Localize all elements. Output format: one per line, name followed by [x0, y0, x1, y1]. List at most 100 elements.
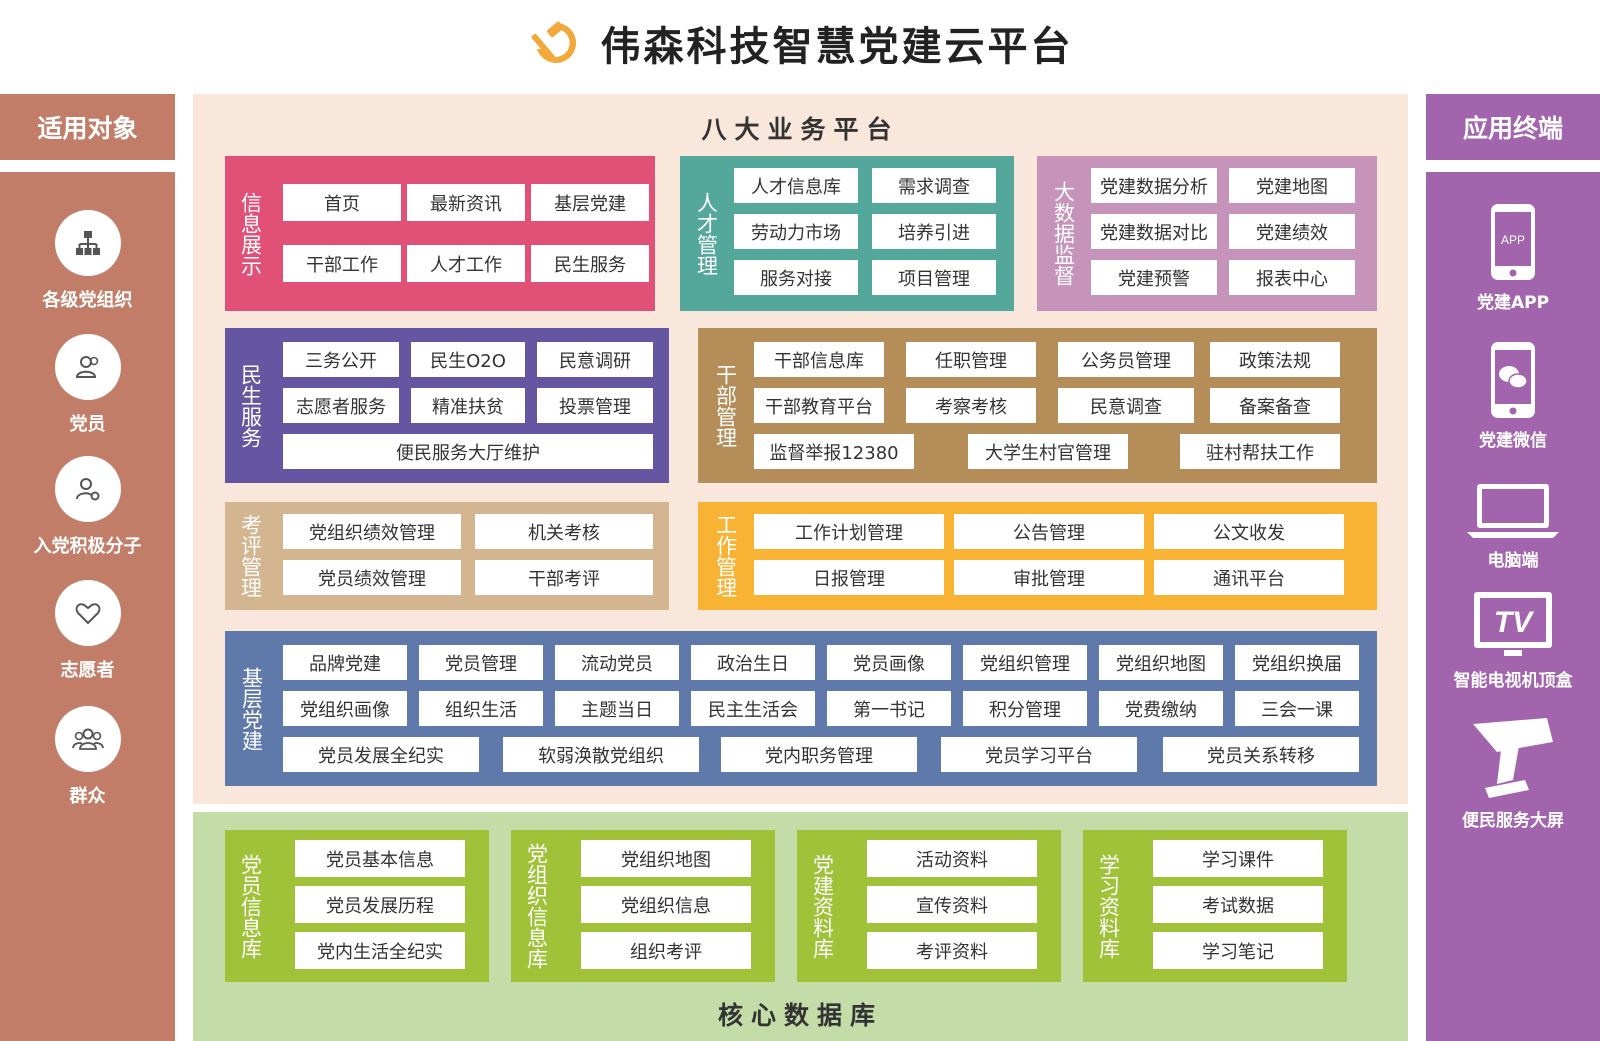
item-announcement[interactable]: 公告管理	[954, 514, 1144, 549]
business-platforms-section: 八大业务平台 信息展示 首页 最新资讯 基层党建 干部工作 人才工作 民生服务 …	[193, 94, 1408, 804]
page-title: 伟森科技智慧党建云平台	[600, 24, 1074, 70]
item-activity-material[interactable]: 活动资料	[867, 840, 1037, 877]
item-home[interactable]: 首页	[283, 184, 401, 221]
item-cadre-education[interactable]: 干部教育平台	[754, 388, 884, 423]
item-org-map[interactable]: 党组织地图	[1099, 645, 1223, 680]
item-member-performance[interactable]: 党员绩效管理	[283, 560, 461, 595]
item-first-secretary[interactable]: 第一书记	[827, 691, 951, 726]
item-democratic-meeting[interactable]: 民主生活会	[691, 691, 815, 726]
item-org-election[interactable]: 党组织换届	[1235, 645, 1359, 680]
item-org-life[interactable]: 组织生活	[419, 691, 543, 726]
item-cadre-db[interactable]: 干部信息库	[754, 342, 884, 377]
terminal-label: 便民服务大屏	[1462, 811, 1564, 831]
item-courseware[interactable]: 学习课件	[1153, 840, 1323, 877]
tv-icon: TV	[1474, 592, 1552, 656]
panel-org-db: 党组织信息库 党组织地图 党组织信息 组织考评	[511, 830, 775, 982]
item-opinion-research[interactable]: 民意调研	[537, 342, 653, 377]
item-publicity-material[interactable]: 宣传资料	[867, 886, 1037, 923]
item-approval[interactable]: 审批管理	[954, 560, 1144, 595]
target-party-org: 各级党组织	[0, 210, 175, 312]
item-training[interactable]: 培养引进	[872, 214, 996, 249]
panel-member-db: 党员信息库 党员基本信息 党员发展历程 党内生活全纪实	[225, 830, 489, 982]
item-mobile-member[interactable]: 流动党员	[555, 645, 679, 680]
panel-label: 基层党建	[239, 666, 264, 751]
item-exam-data[interactable]: 考试数据	[1153, 886, 1323, 923]
item-three-meetings[interactable]: 三会一课	[1235, 691, 1359, 726]
item-project-mgmt[interactable]: 项目管理	[872, 260, 996, 295]
item-study-notes[interactable]: 学习笔记	[1153, 932, 1323, 969]
item-org-map-db[interactable]: 党组织地图	[581, 840, 751, 877]
item-village-official[interactable]: 大学生村官管理	[968, 434, 1128, 469]
target-label: 入党积极分子	[33, 536, 142, 557]
item-voting[interactable]: 投票管理	[537, 388, 653, 423]
target-public: 群众	[0, 706, 175, 808]
item-party-performance[interactable]: 党建绩效	[1229, 214, 1355, 249]
item-data-compare[interactable]: 党建数据对比	[1091, 214, 1217, 249]
item-news[interactable]: 最新资讯	[407, 184, 525, 221]
item-party-map[interactable]: 党建地图	[1229, 168, 1355, 203]
item-cadre-evaluation[interactable]: 干部考评	[475, 560, 653, 595]
item-member-history[interactable]: 党员发展历程	[295, 886, 465, 923]
item-org-evaluation[interactable]: 组织考评	[581, 932, 751, 969]
item-policy[interactable]: 政策法规	[1210, 342, 1340, 377]
item-org-portrait[interactable]: 党组织画像	[283, 691, 407, 726]
item-talent-db[interactable]: 人才信息库	[734, 168, 858, 203]
panel-material-db: 党建资料库 活动资料 宣传资料 考评资料	[797, 830, 1061, 982]
item-learning-platform[interactable]: 党员学习平台	[941, 737, 1137, 772]
item-political-birthday[interactable]: 政治生日	[691, 645, 815, 680]
item-report-12380[interactable]: 监督举报12380	[754, 434, 914, 469]
panel-label: 民生服务	[238, 363, 263, 448]
item-o2o[interactable]: 民生O2O	[411, 342, 525, 377]
item-data-analysis[interactable]: 党建数据分析	[1091, 168, 1217, 203]
item-party-life-record[interactable]: 党内生活全纪实	[295, 932, 465, 969]
item-member-basic[interactable]: 党员基本信息	[295, 840, 465, 877]
item-service-match[interactable]: 服务对接	[734, 260, 858, 295]
item-grassroots[interactable]: 基层党建	[531, 184, 649, 221]
item-document-exchange[interactable]: 公文收发	[1154, 514, 1344, 549]
panel-talent-management: 人才管理 人才信息库 需求调查 劳动力市场 培养引进 服务对接 项目管理	[680, 156, 1014, 311]
panel-label: 党员信息库	[238, 853, 263, 959]
item-duty-mgmt[interactable]: 党内职务管理	[721, 737, 917, 772]
item-livelihood[interactable]: 民生服务	[531, 245, 649, 282]
item-org-mgmt[interactable]: 党组织管理	[963, 645, 1087, 680]
item-talent-work[interactable]: 人才工作	[407, 245, 525, 282]
item-civil-servant[interactable]: 公务员管理	[1058, 342, 1194, 377]
panel-work-management: 工作管理 工作计划管理 公告管理 公文收发 日报管理 审批管理 通讯平台	[698, 502, 1377, 610]
item-party-warning[interactable]: 党建预警	[1091, 260, 1217, 295]
item-member-mgmt[interactable]: 党员管理	[419, 645, 543, 680]
hammer-sickle-icon	[531, 21, 576, 63]
item-service-hall[interactable]: 便民服务大厅维护	[283, 434, 653, 469]
item-org-performance[interactable]: 党组织绩效管理	[283, 514, 461, 549]
item-agency-assessment[interactable]: 机关考核	[475, 514, 653, 549]
item-evaluation-material[interactable]: 考评资料	[867, 932, 1037, 969]
item-communication[interactable]: 通讯平台	[1154, 560, 1344, 595]
panel-cadre-management: 干部管理 干部信息库 任职管理 公务员管理 政策法规 干部教育平台 考察考核 民…	[698, 328, 1377, 483]
item-development-record[interactable]: 党员发展全纪实	[283, 737, 479, 772]
target-volunteer: 志愿者	[0, 580, 175, 682]
item-weak-org[interactable]: 软弱涣散党组织	[503, 737, 699, 772]
item-volunteer-service[interactable]: 志愿者服务	[283, 388, 399, 423]
core-database-section: 党员信息库 党员基本信息 党员发展历程 党内生活全纪实 党组织信息库 党组织地图…	[193, 812, 1408, 1041]
laptop-icon	[1467, 484, 1559, 538]
item-points-mgmt[interactable]: 积分管理	[963, 691, 1087, 726]
item-cadre-work[interactable]: 干部工作	[283, 245, 401, 282]
item-brand[interactable]: 品牌党建	[283, 645, 407, 680]
item-labor-market[interactable]: 劳动力市场	[734, 214, 858, 249]
item-work-plan[interactable]: 工作计划管理	[754, 514, 944, 549]
item-relation-transfer[interactable]: 党员关系转移	[1163, 737, 1359, 772]
item-appointment[interactable]: 任职管理	[906, 342, 1036, 377]
item-daily-report[interactable]: 日报管理	[754, 560, 944, 595]
item-demand-survey[interactable]: 需求调查	[872, 168, 996, 203]
item-three-affairs[interactable]: 三务公开	[283, 342, 399, 377]
item-opinion-survey[interactable]: 民意调查	[1058, 388, 1194, 423]
item-dues-payment[interactable]: 党费缴纳	[1099, 691, 1223, 726]
item-report-center[interactable]: 报表中心	[1229, 260, 1355, 295]
item-filing[interactable]: 备案备查	[1210, 388, 1340, 423]
item-assessment[interactable]: 考察考核	[906, 388, 1036, 423]
item-village-aid[interactable]: 驻村帮扶工作	[1180, 434, 1340, 469]
item-member-portrait[interactable]: 党员画像	[827, 645, 951, 680]
panel-learning-db: 学习资料库 学习课件 考试数据 学习笔记	[1083, 830, 1347, 982]
item-org-info[interactable]: 党组织信息	[581, 886, 751, 923]
item-poverty-alleviation[interactable]: 精准扶贫	[411, 388, 525, 423]
item-theme-day[interactable]: 主题当日	[555, 691, 679, 726]
